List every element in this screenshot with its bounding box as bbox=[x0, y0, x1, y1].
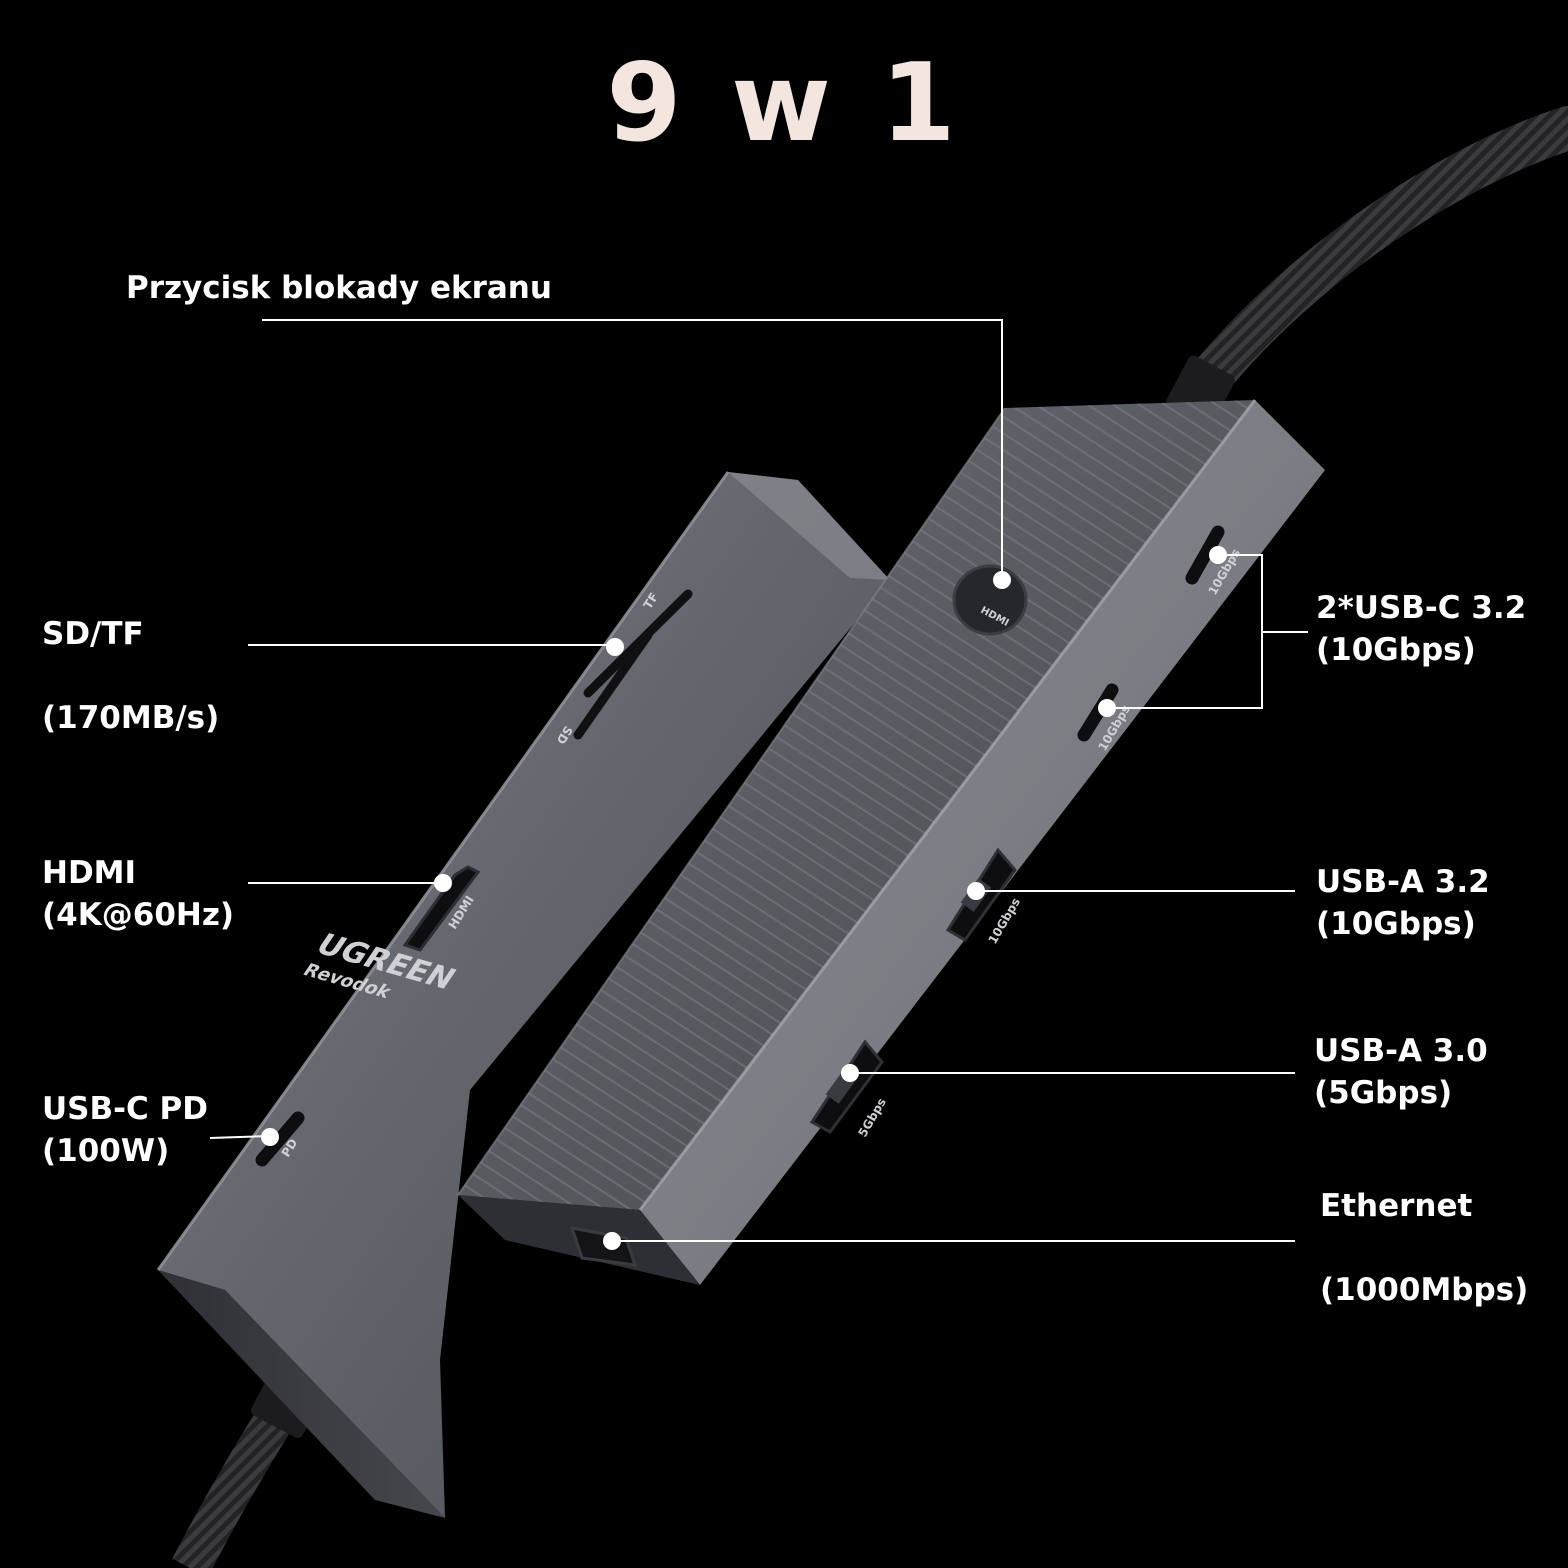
callout-usba-32: USB-A 3.2 (10Gbps) bbox=[1316, 861, 1490, 945]
top-cable bbox=[1193, 106, 1568, 394]
callout-usbc-32-spec: (10Gbps) bbox=[1316, 632, 1476, 668]
callout-usbc-pd-title: USB-C PD bbox=[42, 1091, 208, 1127]
callout-sd-tf-title: SD/TF bbox=[42, 616, 144, 652]
callout-usba-30-spec: (5Gbps) bbox=[1314, 1075, 1453, 1111]
callout-usbc-pd: USB-C PD (100W) bbox=[42, 1088, 208, 1172]
callout-usba-30-title: USB-A 3.0 bbox=[1314, 1033, 1488, 1069]
callout-usbc-32: 2*USB-C 3.2 (10Gbps) bbox=[1316, 587, 1526, 671]
callout-lock-button-title: Przycisk blokady ekranu bbox=[126, 270, 552, 306]
callout-usba-32-spec: (10Gbps) bbox=[1316, 906, 1476, 942]
callout-usba-32-title: USB-A 3.2 bbox=[1316, 864, 1490, 900]
callout-usba-30: USB-A 3.0 (5Gbps) bbox=[1314, 1030, 1488, 1114]
headline-title: 9 w 1 bbox=[606, 41, 962, 166]
callout-sd-tf: SD/TF (170MB/s) bbox=[42, 613, 219, 739]
callout-usbc-pd-spec: (100W) bbox=[42, 1133, 170, 1169]
callout-lock-button: Przycisk blokady ekranu bbox=[126, 267, 552, 309]
usba-30-speed: 5Gbps bbox=[855, 1096, 888, 1140]
callout-hdmi-title: HDMI bbox=[42, 855, 137, 891]
callout-hdmi-spec: (4K@60Hz) bbox=[42, 897, 235, 933]
callout-ethernet-spec: (1000Mbps) bbox=[1320, 1272, 1529, 1308]
callout-ethernet: Ethernet (1000Mbps) bbox=[1320, 1185, 1528, 1311]
callout-sd-tf-spec: (170MB/s) bbox=[42, 700, 220, 736]
callout-ethernet-title: Ethernet bbox=[1320, 1188, 1473, 1224]
callout-usbc-32-title: 2*USB-C 3.2 bbox=[1316, 590, 1527, 626]
callout-hdmi: HDMI (4K@60Hz) bbox=[42, 852, 234, 936]
